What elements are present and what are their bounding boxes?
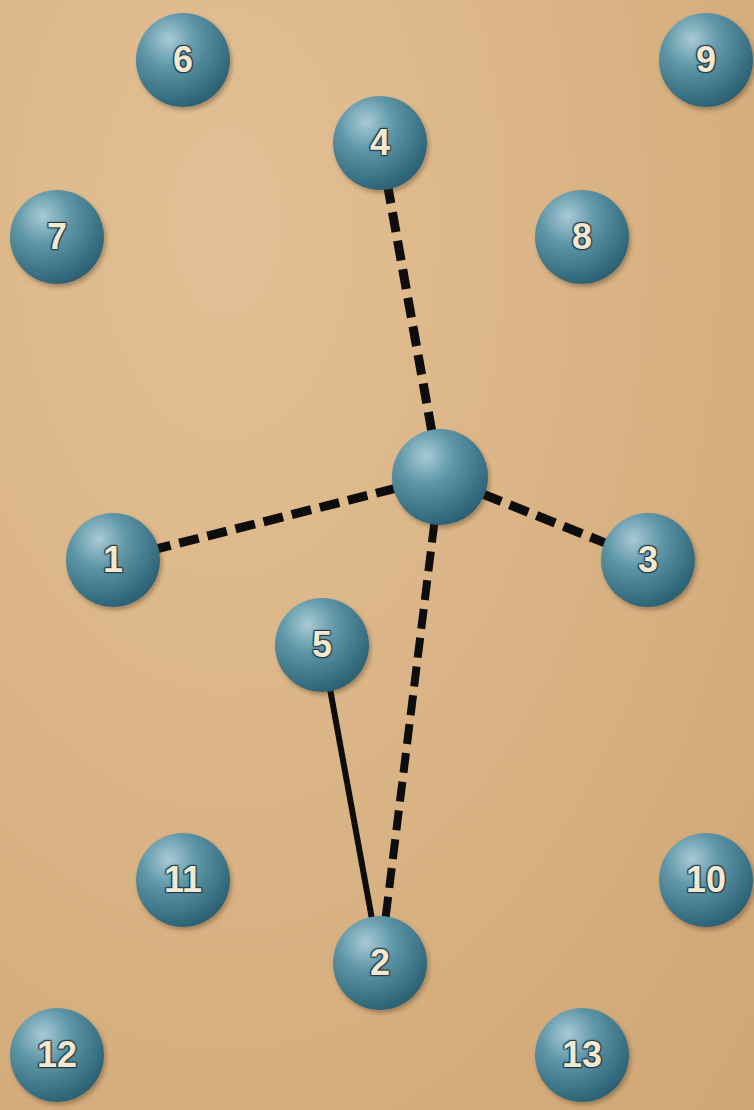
number-ball: 1: [66, 513, 160, 607]
number-ball: 2: [333, 916, 427, 1010]
ball-number: 1: [103, 542, 123, 578]
number-ball: 8: [535, 190, 629, 284]
number-ball: 12: [10, 1008, 104, 1102]
ball-number: 11: [164, 862, 202, 898]
number-ball: 9: [659, 13, 753, 107]
number-ball: [392, 429, 488, 525]
ball-number: 12: [37, 1037, 77, 1073]
dashed-connector: [483, 494, 606, 543]
dashed-connector: [386, 523, 435, 919]
ball-number: 3: [638, 542, 658, 578]
number-ball: 4: [333, 96, 427, 190]
ball-number: 6: [173, 42, 193, 78]
dashed-connector: [157, 488, 396, 549]
ball-number: 13: [562, 1037, 602, 1073]
number-ball: 13: [535, 1008, 629, 1102]
ball-number: 9: [696, 42, 716, 78]
ball-number: 4: [370, 125, 390, 161]
ball-number: 10: [686, 862, 726, 898]
number-ball: 10: [659, 833, 753, 927]
ball-number: 2: [370, 945, 390, 981]
ball-number: 8: [572, 219, 592, 255]
number-ball: 11: [136, 833, 230, 927]
dashed-connector: [388, 187, 432, 431]
solid-connector: [330, 689, 372, 918]
number-ball: 6: [136, 13, 230, 107]
ball-number: 7: [47, 219, 67, 255]
number-ball: 3: [601, 513, 695, 607]
number-ball: 7: [10, 190, 104, 284]
ball-number: 5: [312, 627, 332, 663]
number-ball: 5: [275, 598, 369, 692]
